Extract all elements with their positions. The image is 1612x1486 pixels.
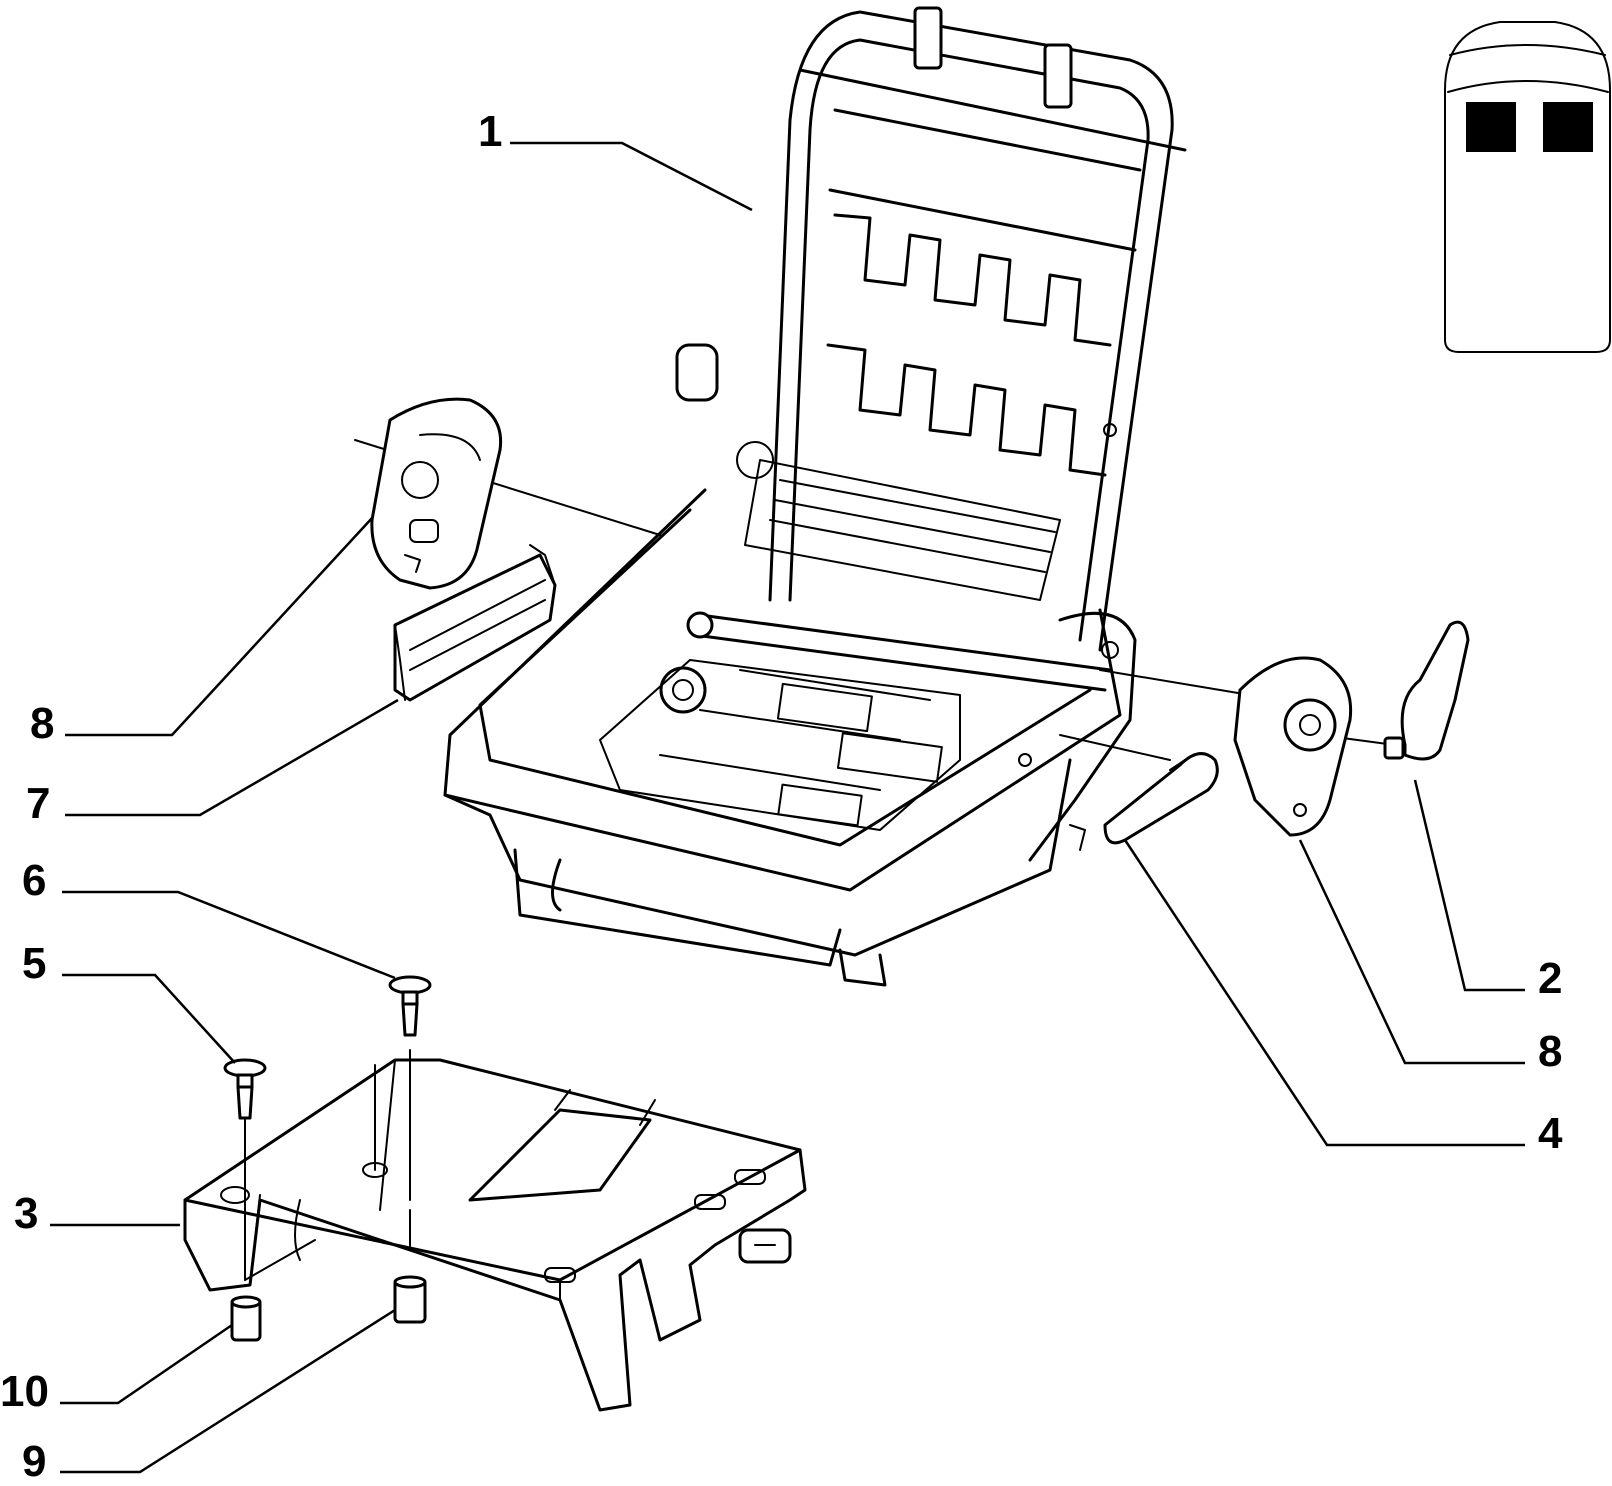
vehicle-seat-locator-icon: [1444, 21, 1611, 353]
leader-9: [60, 1308, 396, 1474]
spacer-right: [393, 1275, 427, 1324]
leader-8-right: [1298, 839, 1525, 1065]
leader-7: [65, 698, 399, 817]
leader-8-left: [65, 516, 374, 737]
seat-marker-right: [1543, 102, 1593, 152]
callout-2: 2: [1538, 954, 1562, 1003]
lever-handle: [1103, 752, 1219, 845]
callout-7: 7: [26, 779, 50, 828]
leader-1: [510, 141, 753, 212]
callout-labels: 1 2 3 4 5 6 7 8 8 9 10: [0, 107, 1563, 1486]
callout-5: 5: [22, 939, 46, 988]
callout-8-right: 8: [1538, 1027, 1562, 1076]
callout-6: 6: [22, 856, 46, 905]
callout-4: 4: [1538, 1109, 1563, 1158]
spacer-left: [230, 1295, 262, 1342]
leader-lines: [50, 141, 1525, 1474]
callout-3: 3: [14, 1189, 38, 1238]
callout-8-left: 8: [30, 699, 54, 748]
mounting-bracket: [393, 544, 557, 702]
hinge-cover-right: [1233, 656, 1353, 837]
callout-1: 1: [478, 107, 502, 156]
leader-4: [1123, 839, 1525, 1147]
recliner-handle: [1383, 620, 1470, 761]
seat-cushion-frame: [443, 488, 1137, 987]
screw-right: [388, 975, 432, 1037]
seat-marker-left: [1466, 102, 1516, 152]
callout-10: 10: [0, 1367, 49, 1416]
leader-5: [62, 973, 236, 1064]
seat-base-bracket: [183, 1058, 807, 1412]
leader-10: [60, 1323, 233, 1405]
screw-left: [223, 1058, 267, 1120]
leader-2: [1413, 779, 1525, 992]
callout-9: 9: [22, 1437, 46, 1486]
seat-back-frame: [675, 6, 1187, 652]
hinge-cover-left: [370, 397, 503, 590]
leader-6: [62, 890, 396, 980]
fastener-axis-lines: [244, 1049, 411, 1281]
